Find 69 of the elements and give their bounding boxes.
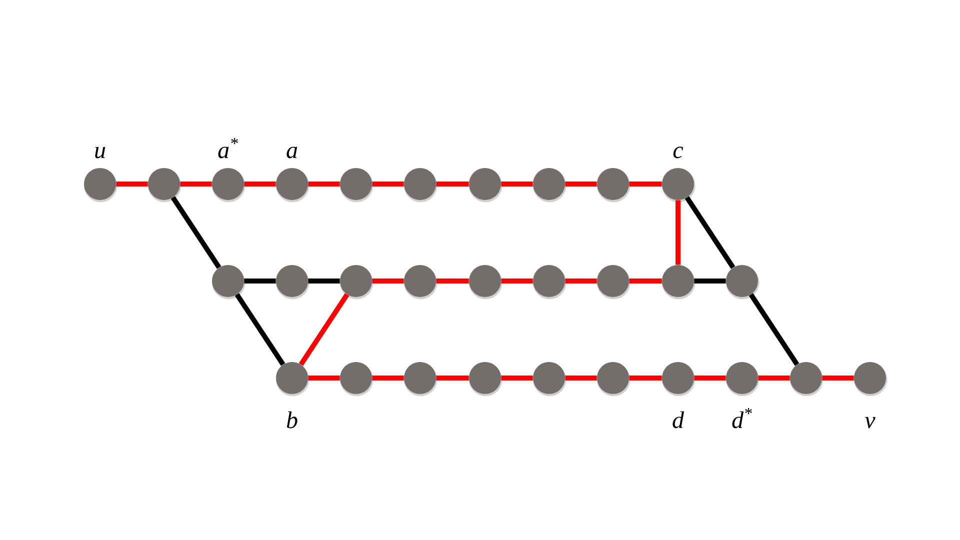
edge-line <box>565 182 597 186</box>
circle-node <box>340 265 374 300</box>
circle-node <box>404 168 438 202</box>
circle-node <box>726 265 760 300</box>
edge-line <box>372 182 404 186</box>
circle-node <box>84 168 118 202</box>
edge-line <box>565 375 597 380</box>
circle-node <box>340 362 374 396</box>
node-label: d$^{*}$ <box>732 408 752 428</box>
circle-node <box>854 362 888 396</box>
edge-line <box>629 375 662 380</box>
edge-line <box>436 182 469 186</box>
edge-line <box>308 278 340 284</box>
edge-line <box>694 278 726 284</box>
node-label: a <box>286 146 298 158</box>
circle-node <box>404 265 438 300</box>
circle-node <box>469 362 502 396</box>
edge-line <box>501 375 533 380</box>
circle-node <box>662 265 696 300</box>
circle-node <box>404 362 438 396</box>
circle-node <box>276 168 310 202</box>
circle-node <box>597 168 630 202</box>
edge-line <box>308 182 340 186</box>
edge-line <box>234 293 286 366</box>
edge-line <box>180 182 212 186</box>
circle-node <box>148 168 182 202</box>
edge-line <box>170 196 222 269</box>
edge-line <box>748 293 800 366</box>
node-label: a$^{*}$ <box>218 138 238 158</box>
circle-node <box>533 168 566 202</box>
edge-line <box>822 375 854 380</box>
node-label: c <box>673 146 684 158</box>
circle-node <box>726 362 760 396</box>
edge-line <box>116 182 148 186</box>
edge-line <box>244 182 276 186</box>
node-label: u <box>95 146 106 158</box>
edge-line <box>298 293 350 366</box>
circle-node <box>662 168 696 202</box>
edge-line <box>501 182 533 186</box>
node-label: v <box>865 416 876 428</box>
circle-node <box>662 362 696 396</box>
circle-node <box>533 362 566 396</box>
node-label: b <box>286 411 298 428</box>
circle-node <box>340 168 374 202</box>
edge-line <box>694 375 726 380</box>
circle-node <box>469 168 502 202</box>
circle-node <box>212 168 246 202</box>
edge-line <box>436 375 469 380</box>
circle-node <box>212 265 246 300</box>
edge-line <box>308 375 340 380</box>
edge-line <box>565 278 597 284</box>
edge-line <box>501 278 533 284</box>
edge-line <box>244 278 276 284</box>
edge-line <box>372 375 404 380</box>
circle-node <box>533 265 566 300</box>
circle-node <box>597 265 630 300</box>
edge-line <box>629 182 662 186</box>
edge-line <box>758 375 790 380</box>
edge-line <box>436 278 469 284</box>
circle-node <box>469 265 502 300</box>
circle-node <box>790 362 824 396</box>
circle-node <box>276 362 310 396</box>
edge-line <box>676 200 680 265</box>
edge-line <box>629 278 662 284</box>
circle-node <box>276 265 310 300</box>
edge-line <box>684 196 736 269</box>
circle-node <box>597 362 630 396</box>
edge-line <box>372 278 404 284</box>
node-label: d <box>672 411 684 428</box>
